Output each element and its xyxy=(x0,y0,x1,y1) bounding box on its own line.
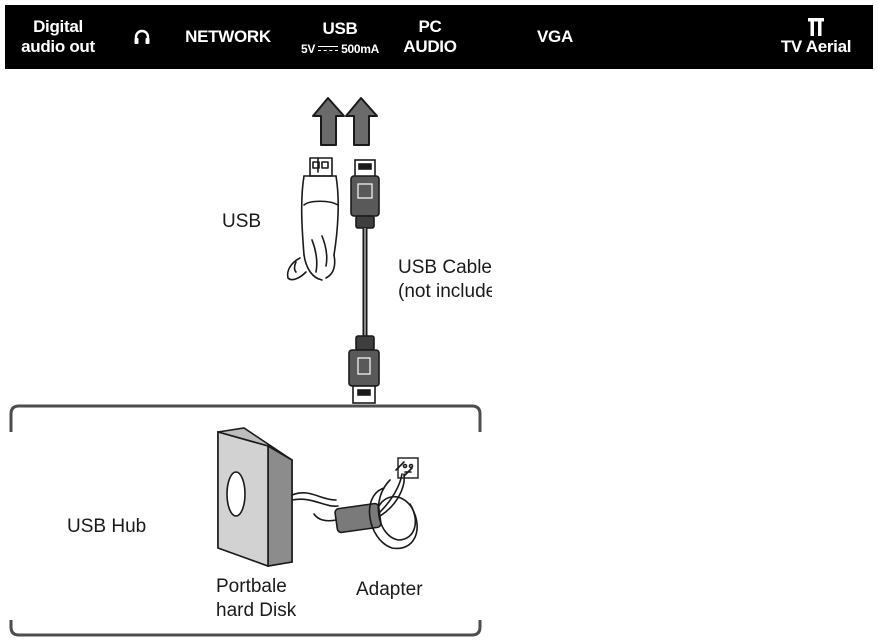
port-network: NETWORK xyxy=(175,5,281,69)
port-headphone xyxy=(127,5,157,69)
usb-port-label: USB xyxy=(322,18,358,38)
hard-disk-line1: Portbale xyxy=(216,576,287,597)
hand-usb-stick-illustration xyxy=(286,157,339,281)
usb-hub-label: USB Hub xyxy=(67,516,147,537)
port-vga: VGA xyxy=(520,5,590,69)
usb-stick-label: USB xyxy=(222,211,262,232)
headphone-icon xyxy=(134,29,150,44)
usb-cable-line1: USB Cable xyxy=(398,257,492,278)
antenna-icon xyxy=(808,18,824,36)
hard-disk-label: Portbale hard Disk xyxy=(216,575,296,623)
usb-spec: 5V 500mA xyxy=(301,42,379,56)
usb-spec-voltage: 5V xyxy=(301,41,316,56)
usb-plug-top xyxy=(350,159,380,229)
port-tv-aerial: TV Aerial xyxy=(771,5,861,69)
pc-audio-line1: PC xyxy=(418,17,442,36)
power-adapter-illustration xyxy=(291,457,419,550)
port-usb: USB 5V 500mA xyxy=(287,5,393,69)
hard-disk-line2: hard Disk xyxy=(216,600,297,621)
vga-label: VGA xyxy=(537,27,573,46)
up-arrow-icon xyxy=(312,97,345,146)
usb-cable-label: USB Cable (not included) xyxy=(398,256,492,308)
up-arrow-icon xyxy=(345,97,378,146)
tv-aerial-label: TV Aerial xyxy=(780,37,852,56)
usb-hub-bracket xyxy=(9,404,482,637)
network-label: NETWORK xyxy=(185,27,271,46)
adapter-label: Adapter xyxy=(356,579,423,600)
hard-disk-illustration xyxy=(217,427,293,568)
usb-plug-bottom xyxy=(348,335,380,404)
port-label-bar: Digital audio out NETWORK USB 5V 500mA P… xyxy=(5,5,873,69)
usb-spec-current: 500mA xyxy=(341,41,379,56)
digital-audio-line2: audio out xyxy=(21,37,95,56)
digital-audio-line1: Digital xyxy=(33,17,83,36)
port-digital-audio-out: Digital audio out xyxy=(17,5,99,69)
port-pc-audio: PC AUDIO xyxy=(393,5,467,69)
usb-cable-line2: (not included) xyxy=(398,281,492,302)
pc-audio-line2: AUDIO xyxy=(403,37,457,56)
dc-symbol-icon xyxy=(318,45,339,52)
